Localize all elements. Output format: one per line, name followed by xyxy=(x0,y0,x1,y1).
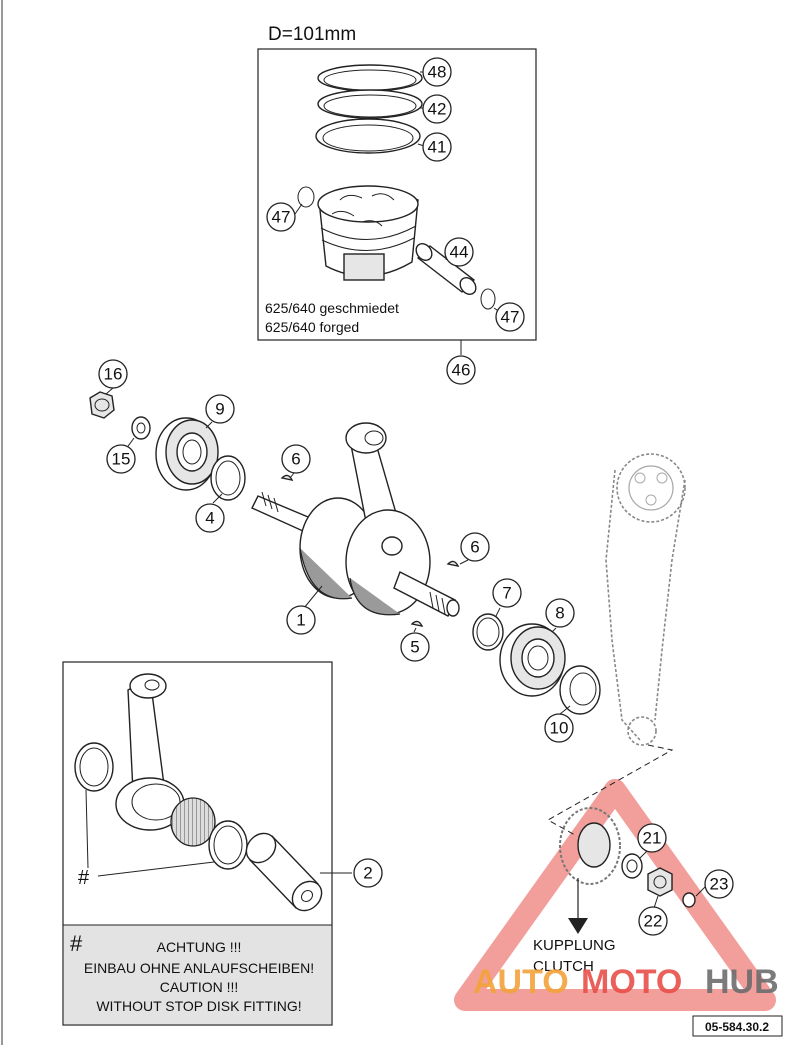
svg-text:23: 23 xyxy=(710,875,729,894)
svg-text:10: 10 xyxy=(550,719,569,738)
svg-text:MOTO: MOTO xyxy=(581,963,682,1001)
svg-text:46: 46 xyxy=(452,361,471,380)
svg-text:6: 6 xyxy=(291,450,300,469)
shim-4 xyxy=(210,455,246,501)
callout-21: 21 xyxy=(637,823,667,853)
nut-22 xyxy=(647,867,673,897)
callout-4: 4 xyxy=(195,503,225,533)
callout-15: 15 xyxy=(106,444,136,474)
svg-text:5: 5 xyxy=(410,638,419,657)
callout-22: 22 xyxy=(638,906,668,936)
clutch-label-de: KUPPLUNG xyxy=(533,937,616,954)
callout-41: 41 xyxy=(422,132,452,162)
callout-7: 7 xyxy=(492,578,522,608)
svg-text:7: 7 xyxy=(502,584,511,603)
washer-21 xyxy=(621,853,643,879)
svg-text:8: 8 xyxy=(555,604,564,623)
svg-text:15: 15 xyxy=(112,450,131,469)
washer-15 xyxy=(131,416,151,440)
watermark-text: AUTO MOTO HUB xyxy=(473,963,779,1001)
woodruff-key-6-right xyxy=(446,560,460,567)
washer-23 xyxy=(682,892,696,908)
svg-text:16: 16 xyxy=(104,365,123,384)
callout-46: 46 xyxy=(446,355,476,385)
callout-42: 42 xyxy=(422,94,452,124)
callout-2: 2 xyxy=(353,858,383,888)
piston-note-forged-de: 625/640 geschmiedet xyxy=(265,300,399,316)
callout-23: 23 xyxy=(704,869,734,899)
warning-line-2: EINBAU OHNE ANLAUFSCHEIBEN! xyxy=(84,960,314,976)
warning-line-4: WITHOUT STOP DISK FITTING! xyxy=(96,998,301,1014)
callout-1: 1 xyxy=(286,605,316,635)
shim-7 xyxy=(472,613,504,651)
warning-box xyxy=(64,925,331,1024)
warning-line-3: CAUTION !!! xyxy=(160,979,239,995)
crankshaft xyxy=(251,422,460,617)
piston-note-forged-en: 625/640 forged xyxy=(265,319,359,335)
piston-pin xyxy=(415,243,477,295)
svg-text:47: 47 xyxy=(501,308,520,327)
callout-5: 5 xyxy=(400,632,430,662)
callout-6-right: 6 xyxy=(460,532,490,562)
main-bearing-9 xyxy=(155,417,219,491)
piston-ring-41 xyxy=(315,118,421,154)
shaft-seal-10 xyxy=(559,665,601,715)
circlip-47-left xyxy=(297,186,315,208)
needle-bearing xyxy=(170,797,216,847)
clutch-dashed-line xyxy=(546,744,674,836)
svg-text:42: 42 xyxy=(428,100,447,119)
warning-hash: # xyxy=(70,931,83,956)
warning-line-1: ACHTUNG !!! xyxy=(157,939,242,955)
clutch-label-en: CLUTCH xyxy=(533,958,594,975)
woodruff-key-6-upper xyxy=(280,474,294,481)
drawing-number: 05-584.30.2 xyxy=(705,1020,769,1034)
callout-9: 9 xyxy=(205,394,235,424)
conrod-hash-marker: # xyxy=(78,867,90,889)
svg-text:4: 4 xyxy=(205,509,214,528)
timing-chain-sprocket xyxy=(605,453,686,746)
svg-text:44: 44 xyxy=(450,243,469,262)
thrust-washer-left xyxy=(74,742,114,792)
svg-text:2: 2 xyxy=(363,864,372,883)
svg-text:41: 41 xyxy=(428,138,447,157)
callout-47-left: 47 xyxy=(266,202,296,232)
main-bearing-8 xyxy=(499,623,566,697)
callout-8: 8 xyxy=(545,598,575,628)
svg-text:6: 6 xyxy=(470,538,479,557)
piston-diameter-label: D=101mm xyxy=(268,24,356,45)
conrod-detail xyxy=(115,673,185,831)
svg-text:AUTO: AUTO xyxy=(473,963,569,1001)
crank-pin xyxy=(245,832,323,912)
circlip-47-right xyxy=(480,288,496,310)
callout-16: 16 xyxy=(98,359,128,389)
clutch-arrow-icon xyxy=(568,918,588,934)
svg-text:47: 47 xyxy=(272,208,291,227)
svg-text:22: 22 xyxy=(644,912,663,931)
drawing-number-box xyxy=(692,1015,783,1037)
piston xyxy=(317,185,419,281)
svg-text:48: 48 xyxy=(428,63,447,82)
svg-text:HUB: HUB xyxy=(705,963,779,1001)
piston-ring-42 xyxy=(317,89,423,119)
woodruff-key-5 xyxy=(410,620,424,627)
callout-47-right: 47 xyxy=(495,302,525,332)
svg-text:21: 21 xyxy=(643,829,662,848)
callout-44: 44 xyxy=(444,237,474,267)
callout-10: 10 xyxy=(544,713,574,743)
clutch-gear xyxy=(559,807,621,885)
piston-ring-48 xyxy=(317,64,423,92)
callout-48: 48 xyxy=(422,57,452,87)
crank-nut-16 xyxy=(89,391,115,419)
svg-text:1: 1 xyxy=(296,611,305,630)
svg-text:9: 9 xyxy=(215,400,224,419)
callout-6-upper: 6 xyxy=(281,444,311,474)
thrust-washer-right xyxy=(208,820,248,870)
